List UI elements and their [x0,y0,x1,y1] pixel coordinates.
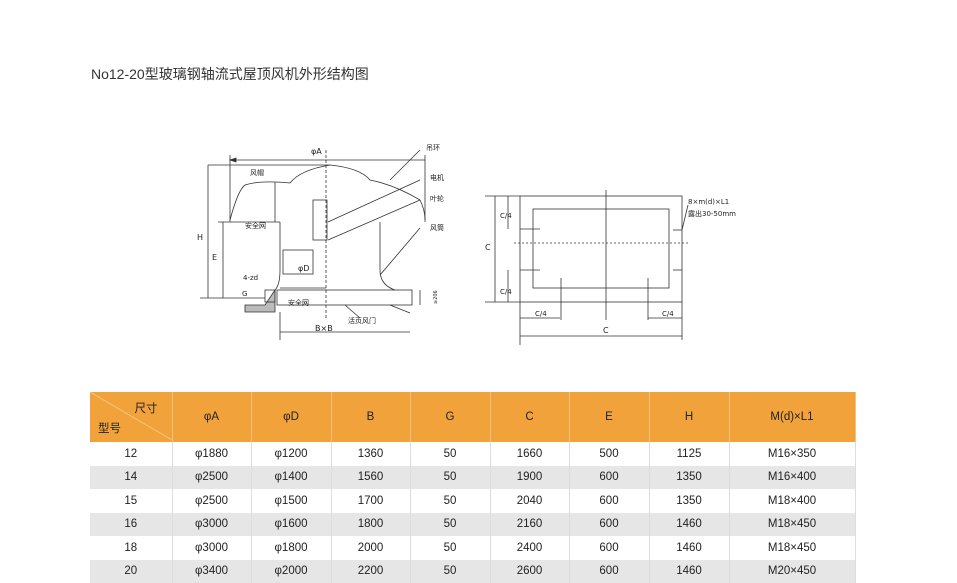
table-cell: 50 [410,466,490,490]
table-cell: 1350 [649,489,729,513]
table-cell: 1700 [331,489,410,513]
table-cell: φ1400 [251,466,331,490]
table-cell: 1460 [649,513,729,537]
corner-header: 尺寸 型号 [90,392,172,442]
table-cell: 2200 [331,560,410,583]
model-cell: 20 [90,560,172,583]
table-cell: φ1500 [251,489,331,513]
label-phiD: φD [298,264,309,273]
model-cell: 16 [90,513,172,537]
table-cell: 1350 [649,466,729,490]
table-cell: 500 [569,442,649,466]
table-cell: M16×400 [729,466,855,490]
label-C4-top: C/4 [500,212,512,220]
table-cell: 1460 [649,560,729,583]
table-cell: 600 [569,560,649,583]
table-cell: φ3400 [172,560,251,583]
label-holes: 4-zd [243,274,258,282]
table-cell: 1460 [649,536,729,560]
table-cell: M18×400 [729,489,855,513]
table-cell: 600 [569,489,649,513]
table-cell: φ3000 [172,513,251,537]
label-height-206: ≥206 [433,290,439,304]
table-cell: 600 [569,536,649,560]
table-cell: 2000 [331,536,410,560]
label-motor: 电机 [430,173,444,182]
column-header: M(d)×L1 [729,392,855,442]
table-cell: φ3000 [172,536,251,560]
table-cell: 1800 [331,513,410,537]
table-cell: 50 [410,536,490,560]
label-E: E [212,253,217,262]
table-cell: 1560 [331,466,410,490]
table-cell: φ1880 [172,442,251,466]
label-safety-net-top: 安全网 [245,221,266,230]
table-cell: φ2500 [172,489,251,513]
table-cell: M16×350 [729,442,855,466]
label-H: H [197,233,203,242]
table-cell: 2160 [490,513,569,537]
label-hoist-ring: 吊环 [426,144,440,152]
model-cell: 12 [90,442,172,466]
table-cell: φ1200 [251,442,331,466]
label-BxB: B×B [315,324,333,333]
fan-side-view-diagram: φA 吊环 风帽 电机 叶轮 安全网 风筒 H E φD 4-zd G 安全网 … [0,0,957,390]
table-cell: 2600 [490,560,569,583]
table-cell: 600 [569,466,649,490]
label-C-bottom: C [603,326,609,335]
table-cell: 2040 [490,489,569,513]
table-cell: φ1600 [251,513,331,537]
table-cell: M20×450 [729,560,855,583]
label-G: G [242,290,247,298]
corner-top-label: 尺寸 [135,400,158,416]
table-cell: 50 [410,489,490,513]
table-cell: φ2000 [251,560,331,583]
label-C4-bottom: C/4 [500,288,512,296]
table-cell: 1125 [649,442,729,466]
table-cell: 1660 [490,442,569,466]
model-cell: 15 [90,489,172,513]
table-header-row: 尺寸 型号 φA φD B G C E H M(d)×L1 [90,392,855,442]
column-header: E [569,392,649,442]
table-cell: M18×450 [729,513,855,537]
label-hood: 风帽 [250,168,264,177]
table-cell: 600 [569,513,649,537]
column-header: B [331,392,410,442]
table-cell: φ2500 [172,466,251,490]
label-impeller: 叶轮 [430,194,444,203]
label-phiA: φA [311,147,322,156]
table-cell: 50 [410,442,490,466]
table-cell: 50 [410,560,490,583]
label-duct: 风筒 [430,223,444,232]
label-bolts: 8×m(d)×L1 [688,198,729,206]
model-cell: 18 [90,536,172,560]
column-header: φA [172,392,251,442]
column-header: G [410,392,490,442]
label-safety-net-bottom: 安全网 [288,298,309,307]
column-header: H [649,392,729,442]
label-C4-left: C/4 [535,310,547,318]
column-header: φD [251,392,331,442]
label-C-side: C [485,243,491,252]
table-cell: φ1800 [251,536,331,560]
table-cell: 50 [410,513,490,537]
table-cell: M18×450 [729,536,855,560]
label-louver: 活页风门 [348,316,376,325]
fan-top-view-diagram: 8×m(d)×L1 露出30-50mm C C/4 C/4 C/4 C/4 C [485,190,736,345]
model-cell: 14 [90,466,172,490]
table-cell: 2400 [490,536,569,560]
label-expose: 露出30-50mm [688,209,736,218]
table-cell: 1900 [490,466,569,490]
column-header: C [490,392,569,442]
label-C4-right: C/4 [662,310,674,318]
table-cell: 1360 [331,442,410,466]
corner-bottom-label: 型号 [98,420,121,436]
